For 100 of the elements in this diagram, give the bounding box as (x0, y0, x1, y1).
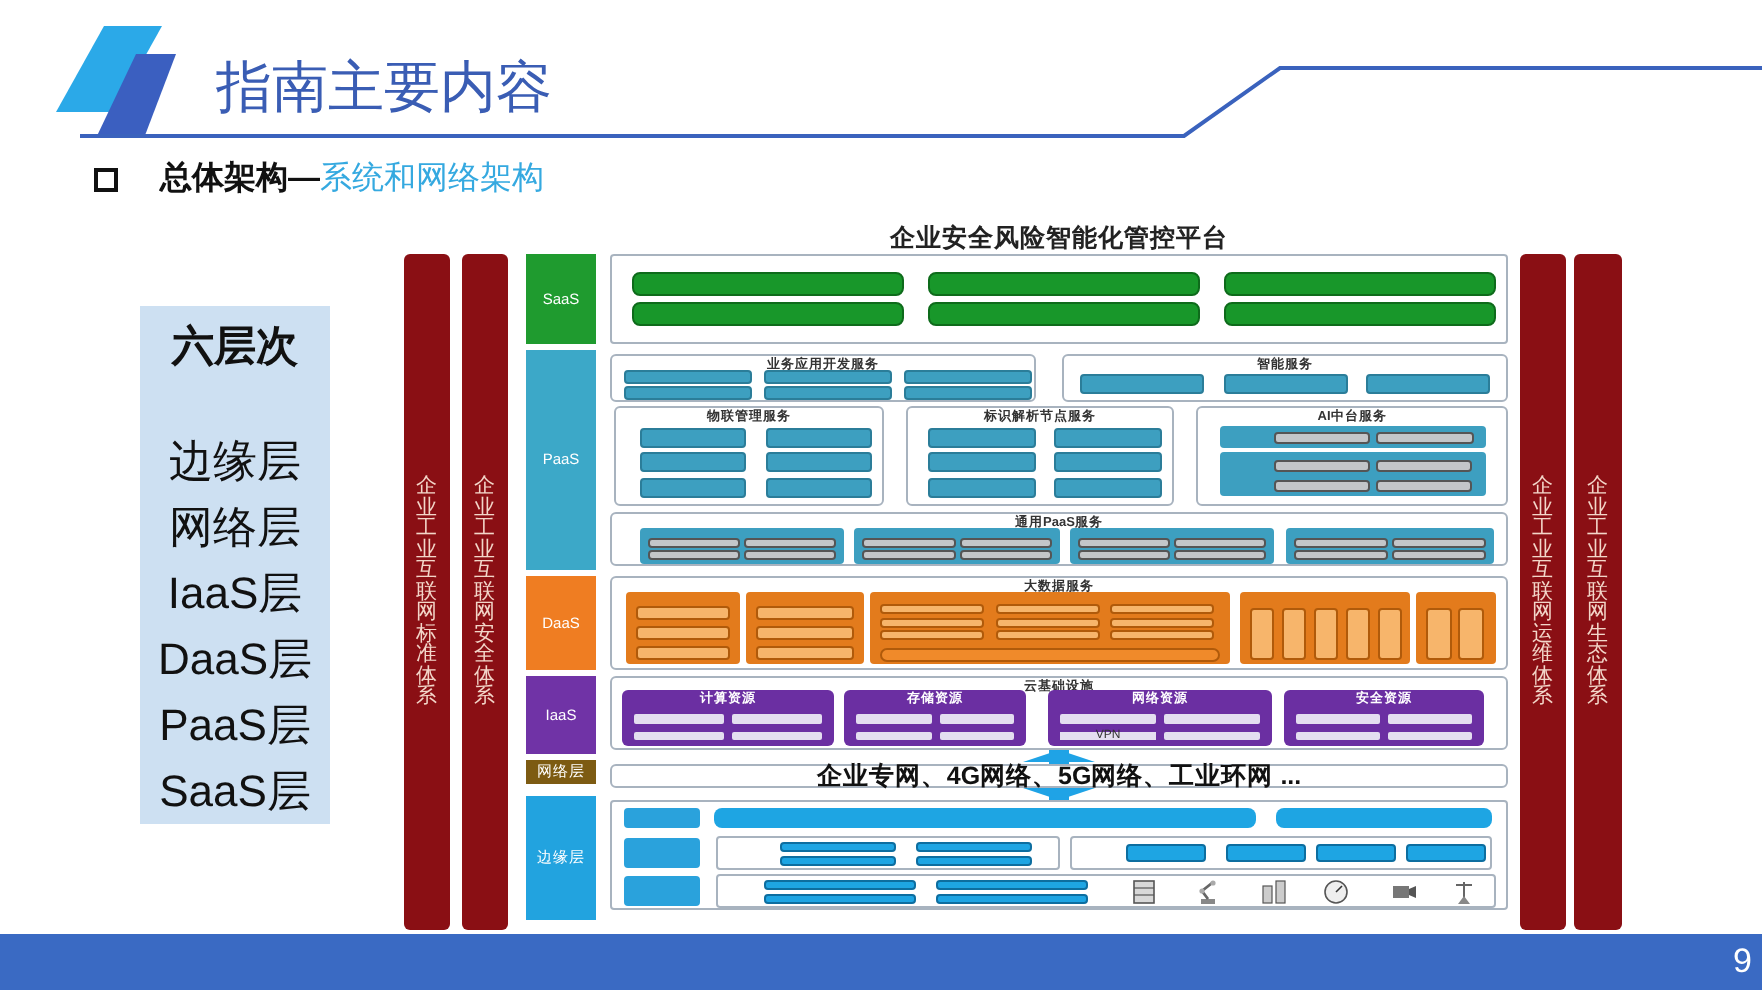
function-box (862, 550, 955, 560)
resource-group (844, 690, 1026, 746)
resource-group (622, 690, 834, 746)
data-box (1110, 617, 1214, 627)
edge-group (716, 836, 1060, 870)
data-box (1314, 608, 1338, 660)
service-box (1054, 452, 1162, 471)
vertical-banner: 企业工业互联网安全体系 (462, 254, 508, 930)
service-box (640, 478, 746, 497)
service-group (1062, 354, 1508, 402)
function-box (1294, 550, 1388, 560)
service-box (766, 452, 872, 471)
service-box (766, 478, 872, 497)
service-panel (1286, 528, 1494, 564)
layer-name: SaaS层 (159, 764, 311, 820)
resource-box (730, 729, 824, 742)
service-group (906, 406, 1174, 506)
service-box (928, 428, 1036, 447)
data-box (1282, 608, 1306, 660)
service-panel (640, 528, 844, 564)
vertical-banner: 企业工业互联网生态体系 (1574, 254, 1622, 930)
resource-group (1048, 690, 1272, 746)
service-box (640, 428, 746, 447)
service-box (764, 386, 892, 399)
edge-box (916, 842, 1032, 852)
data-group (870, 592, 1230, 664)
edge-box (916, 856, 1032, 866)
row-tab (624, 838, 700, 868)
row-tab (624, 876, 700, 906)
service-box (904, 386, 1032, 399)
function-box (862, 538, 955, 548)
function-box (1274, 459, 1370, 471)
service-panel (1070, 528, 1274, 564)
data-box (1458, 608, 1484, 660)
panel-heading: 六层次 (172, 321, 298, 374)
data-box (996, 604, 1100, 614)
data-box (996, 630, 1100, 640)
function-box (1376, 459, 1472, 471)
resource-box (1058, 712, 1158, 725)
data-box (756, 646, 854, 660)
edge-box (764, 893, 916, 903)
layer-name: 网络层 (169, 500, 301, 556)
data-group (626, 592, 740, 664)
row-tab (624, 808, 700, 828)
function-box (744, 538, 836, 548)
function-box (959, 550, 1052, 560)
resource-box (937, 729, 1016, 742)
resource-box (1386, 729, 1474, 742)
data-box (880, 630, 984, 640)
function-box (1174, 538, 1266, 548)
service-panel (1220, 452, 1486, 496)
edge-box (936, 879, 1088, 889)
edge-group (716, 874, 1496, 908)
vertical-banner: 企业工业互联网标准体系 (404, 254, 450, 930)
service-box (928, 452, 1036, 471)
data-group (1416, 592, 1496, 664)
resource-box (1386, 712, 1474, 725)
service-group (610, 576, 1508, 670)
service-box (624, 370, 752, 383)
data-box (636, 606, 730, 620)
module-bar (928, 272, 1200, 296)
section-heading: 总体架构— (160, 162, 320, 196)
module-bar (928, 302, 1200, 326)
edge-box (780, 856, 896, 866)
network-bar: 企业专网、4G网络、5G网络、工业环网 ... (610, 764, 1508, 788)
function-box (1078, 550, 1170, 560)
layer-name: 边缘层 (169, 434, 301, 490)
layer-name: PaaS层 (159, 698, 311, 754)
data-group (746, 592, 864, 664)
data-group (1240, 592, 1410, 664)
module-bar (632, 272, 904, 296)
data-box (1426, 608, 1452, 660)
function-box (1274, 431, 1370, 443)
module-bar (1224, 302, 1496, 326)
data-box (1110, 604, 1214, 614)
data-box (880, 604, 984, 614)
resource-box (1162, 729, 1262, 742)
function-box (1274, 479, 1370, 491)
edge-bar (714, 808, 1256, 828)
function-box (648, 538, 740, 548)
service-group (610, 354, 1036, 402)
vertical-banner: 企业工业互联网运维体系 (1520, 254, 1566, 930)
function-box (1376, 479, 1472, 491)
edge-box (1126, 844, 1206, 862)
data-box (1110, 630, 1214, 640)
service-box (904, 370, 1032, 383)
edge-box (764, 879, 916, 889)
layer-frame (610, 254, 1508, 344)
page-number: 9 (1733, 942, 1752, 982)
edge-box (1406, 844, 1486, 862)
module-bar (632, 302, 904, 326)
service-panel (854, 528, 1060, 564)
edge-box (780, 842, 896, 852)
service-box (928, 478, 1036, 497)
data-box (756, 626, 854, 640)
data-bar (880, 647, 1220, 661)
edge-box (936, 893, 1088, 903)
data-box (996, 617, 1100, 627)
function-box (1376, 431, 1474, 443)
service-group (610, 512, 1508, 566)
